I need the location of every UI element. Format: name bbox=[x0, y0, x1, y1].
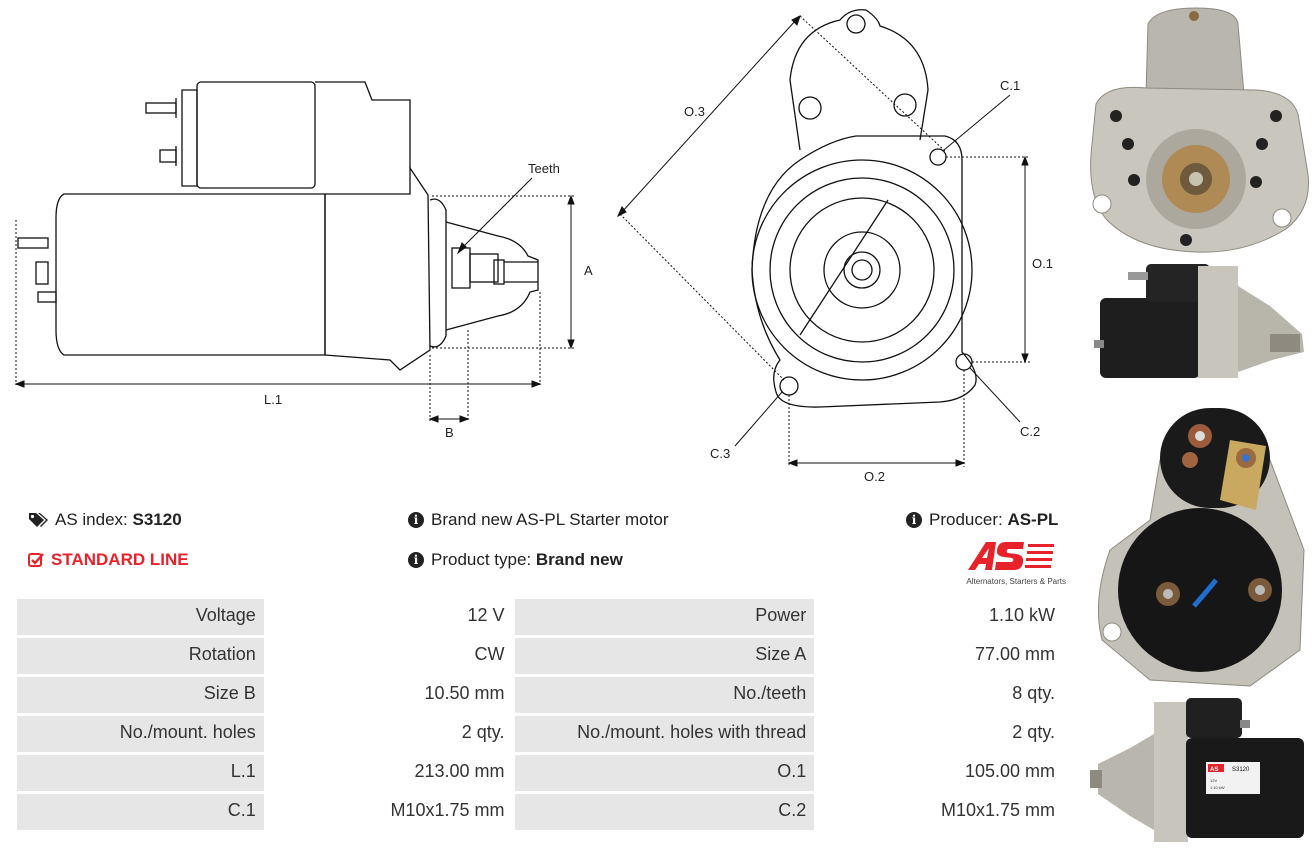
standard-line: STANDARD LINE bbox=[28, 550, 189, 570]
logo-tagline: Alternators, Starters & Parts bbox=[966, 577, 1066, 586]
description: i Brand new AS-PL Starter motor bbox=[408, 510, 668, 530]
photo-label-mark: AS bbox=[1210, 767, 1218, 773]
spec-label: Size A bbox=[515, 638, 815, 674]
dim-l1-label: L.1 bbox=[264, 392, 282, 407]
dim-c3-label: C.3 bbox=[710, 446, 730, 461]
specs-table: Voltage 12 V Power 1.10 kW Rotation CW S… bbox=[14, 596, 1066, 833]
spec-value: M10x1.75 mm bbox=[817, 794, 1063, 830]
spec-label: C.2 bbox=[515, 794, 815, 830]
spec-label: Rotation bbox=[17, 638, 264, 674]
table-row: Size B 10.50 mm No./teeth 8 qty. bbox=[17, 677, 1063, 713]
info-icon: i bbox=[408, 512, 424, 528]
spec-label: Size B bbox=[17, 677, 264, 713]
spec-label: No./teeth bbox=[515, 677, 815, 713]
product-type-value: Brand new bbox=[535, 550, 623, 569]
info-icon: i bbox=[906, 512, 922, 528]
spec-label: Voltage bbox=[17, 599, 264, 635]
product-photo-front[interactable] bbox=[1086, 4, 1312, 254]
teeth-label: Teeth bbox=[528, 161, 560, 176]
producer-label: Producer: bbox=[929, 510, 1003, 529]
dim-o1-label: O.1 bbox=[1032, 256, 1053, 271]
spec-value: M10x1.75 mm bbox=[266, 794, 513, 830]
spec-value: 77.00 mm bbox=[817, 638, 1063, 674]
product-photo-side[interactable] bbox=[1090, 256, 1310, 386]
spec-label: No./mount. holes bbox=[17, 716, 264, 752]
dim-b-label: B bbox=[445, 425, 454, 440]
product-type: i Product type: Brand new bbox=[408, 550, 623, 570]
spec-label: No./mount. holes with thread bbox=[515, 716, 815, 752]
standard-line-label: STANDARD LINE bbox=[51, 550, 189, 569]
table-row: No./mount. holes 2 qty. No./mount. holes… bbox=[17, 716, 1063, 752]
as-index: AS index: S3120 bbox=[28, 510, 182, 530]
spec-label: Power bbox=[515, 599, 815, 635]
spec-value: 2 qty. bbox=[817, 716, 1063, 752]
spec-label: C.1 bbox=[17, 794, 264, 830]
dim-o3-label: O.3 bbox=[684, 104, 705, 119]
spec-value: 1.10 kW bbox=[817, 599, 1063, 635]
dim-c2-label: C.2 bbox=[1020, 424, 1040, 439]
table-row: L.1 213.00 mm O.1 105.00 mm bbox=[17, 755, 1063, 791]
table-row: C.1 M10x1.75 mm C.2 M10x1.75 mm bbox=[17, 794, 1063, 830]
spec-value: CW bbox=[266, 638, 513, 674]
spec-value: 10.50 mm bbox=[266, 677, 513, 713]
spec-value: 8 qty. bbox=[817, 677, 1063, 713]
dim-c1-label: C.1 bbox=[1000, 78, 1020, 93]
product-photo-label-side[interactable]: AS S3120 12V 1.10 kW bbox=[1090, 690, 1312, 850]
producer: i Producer: AS-PL bbox=[906, 510, 1058, 530]
photo-label-line1: 12V bbox=[1210, 778, 1217, 783]
side-view-drawing: Teeth A L.1 B bbox=[14, 81, 593, 440]
photo-label-line2: 1.10 kW bbox=[1210, 785, 1225, 790]
tags-icon bbox=[29, 513, 48, 527]
spec-value: 105.00 mm bbox=[817, 755, 1063, 791]
spec-label: L.1 bbox=[17, 755, 264, 791]
spec-value: 12 V bbox=[266, 599, 513, 635]
as-index-value: S3120 bbox=[132, 510, 182, 529]
product-photo-rear[interactable] bbox=[1090, 400, 1310, 690]
as-index-label: AS index: bbox=[55, 510, 128, 529]
info-icon: i bbox=[408, 552, 424, 568]
table-row: Voltage 12 V Power 1.10 kW bbox=[17, 599, 1063, 635]
spec-label: O.1 bbox=[515, 755, 815, 791]
photo-label-code: S3120 bbox=[1232, 767, 1250, 773]
description-text: Brand new AS-PL Starter motor bbox=[431, 510, 669, 529]
producer-value: AS-PL bbox=[1007, 510, 1059, 529]
front-view-drawing: O.3 C.1 O.1 C.2 C.3 O.2 bbox=[616, 9, 1053, 484]
spec-value: 213.00 mm bbox=[266, 755, 513, 791]
as-pl-logo-mark bbox=[968, 542, 1054, 570]
spec-value: 2 qty. bbox=[266, 716, 513, 752]
dim-a-label: A bbox=[584, 263, 593, 278]
product-type-label: Product type: bbox=[431, 550, 532, 569]
table-row: Rotation CW Size A 77.00 mm bbox=[17, 638, 1063, 674]
dim-o2-label: O.2 bbox=[864, 469, 885, 484]
checkbox-icon bbox=[28, 553, 44, 567]
as-pl-logo: Alternators, Starters & Parts bbox=[966, 540, 1066, 586]
